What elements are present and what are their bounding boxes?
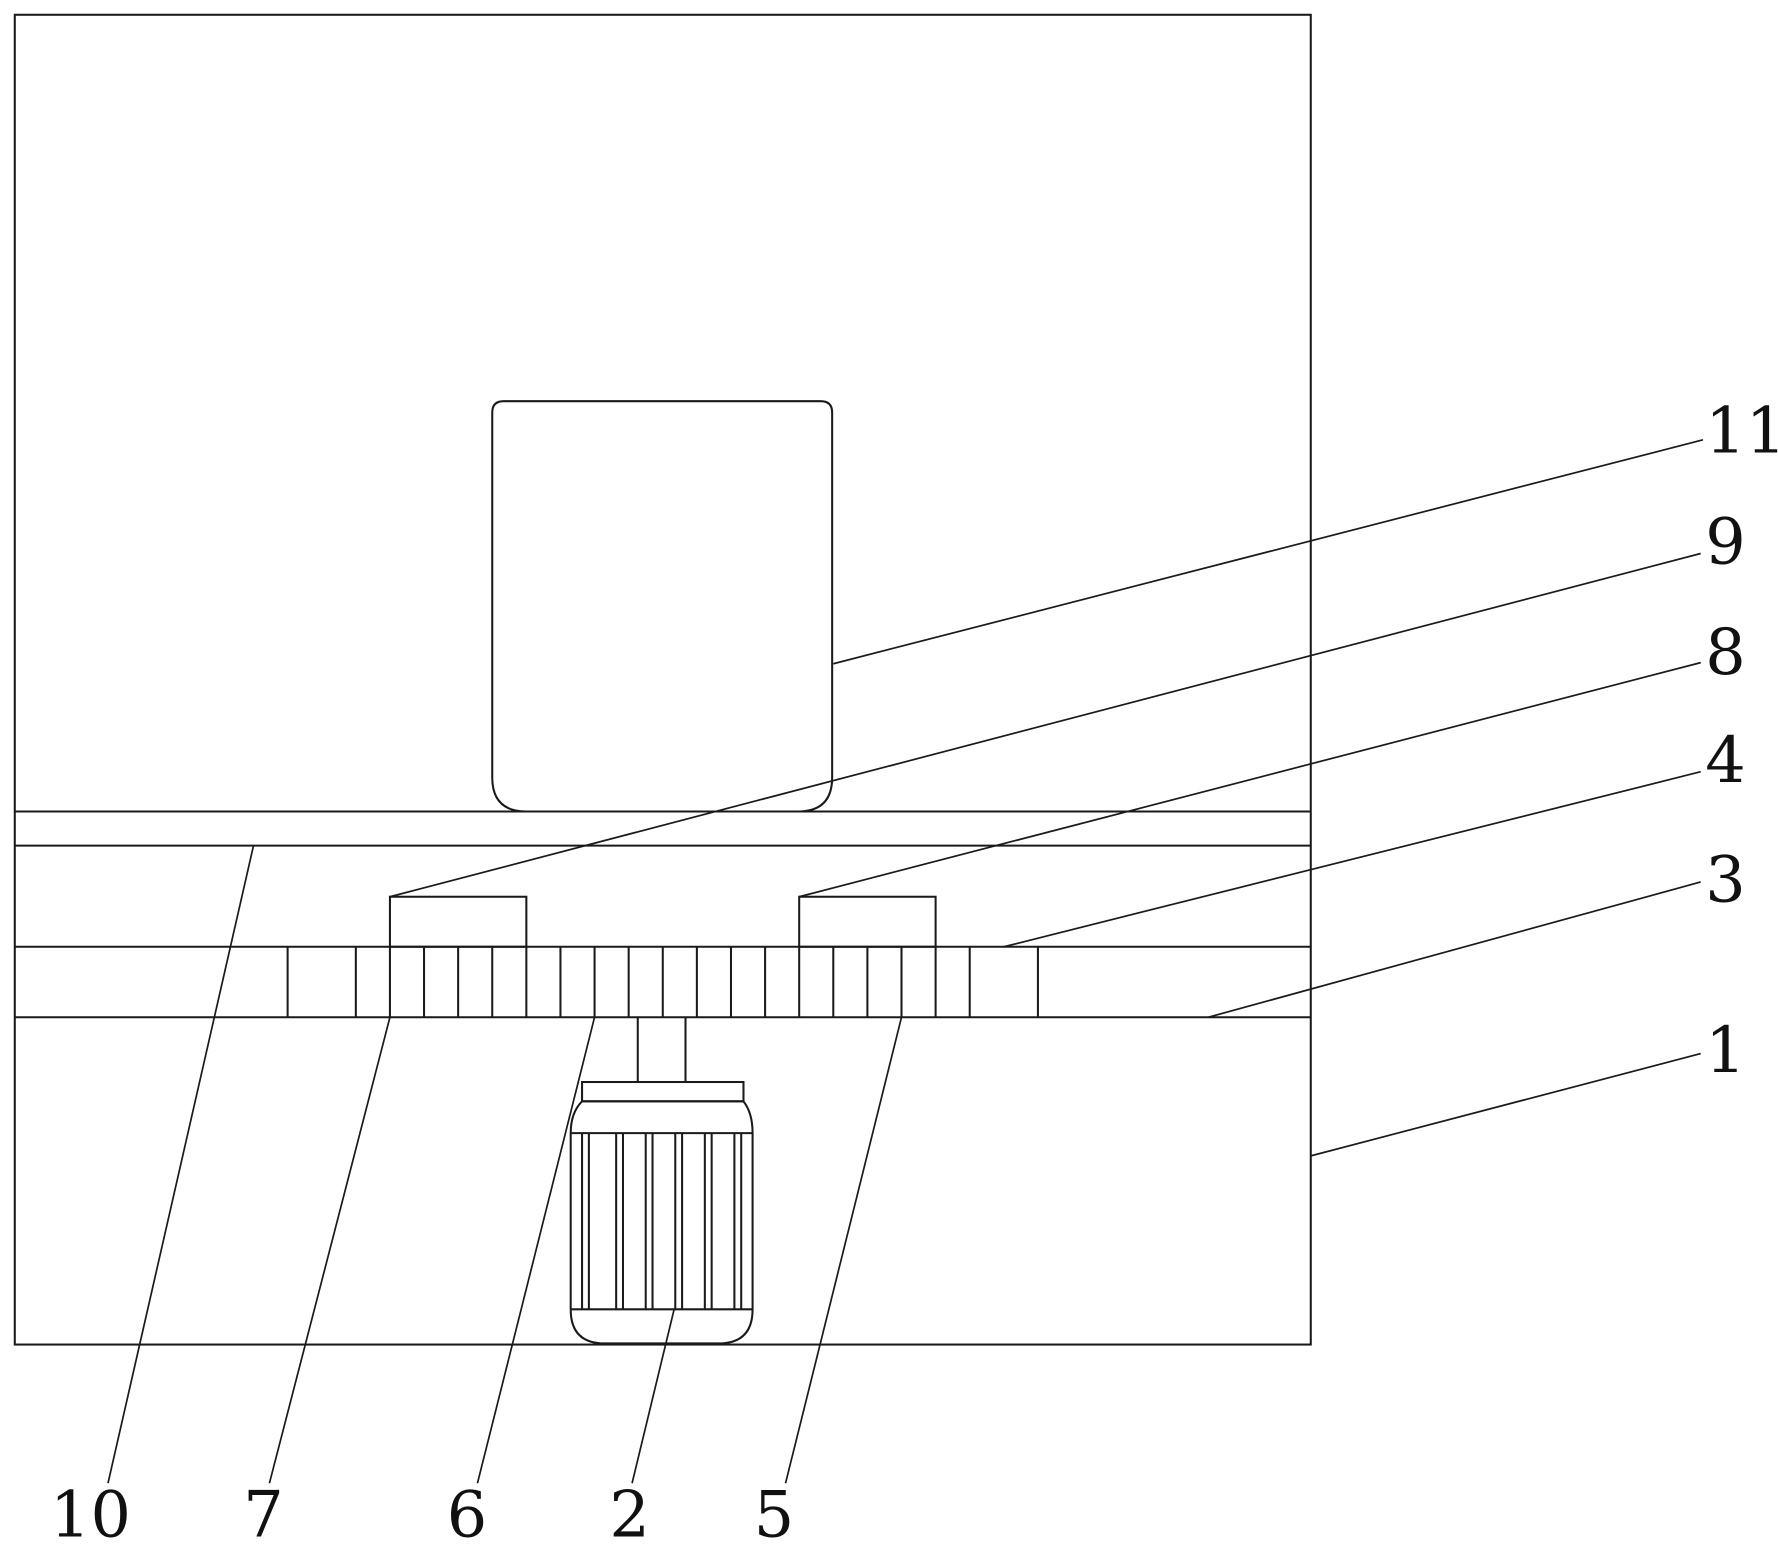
label-10: 10: [50, 1479, 131, 1548]
leader-9: [389, 552, 1701, 898]
rack-teeth: [286, 946, 1039, 1018]
leader-5: [784, 1017, 903, 1484]
right-slider-block: [798, 895, 937, 948]
motor-body: [569, 1100, 754, 1345]
leader-11: [833, 439, 1704, 665]
container-block: [491, 400, 834, 813]
motor-fins: [581, 1133, 743, 1310]
label-6: 6: [447, 1479, 488, 1548]
label-1: 1: [1705, 1014, 1746, 1088]
label-5: 5: [754, 1479, 795, 1548]
leader-10: [107, 845, 255, 1484]
label-8: 8: [1705, 616, 1746, 690]
left-slider-block: [388, 895, 528, 948]
leader-6: [476, 1017, 596, 1484]
motor-cap: [581, 1080, 745, 1103]
leader-8: [798, 661, 1701, 898]
label-2: 2: [609, 1479, 650, 1548]
leader-1: [1310, 1052, 1701, 1157]
label-3: 3: [1705, 843, 1746, 917]
label-9: 9: [1705, 506, 1746, 580]
label-4: 4: [1705, 724, 1746, 798]
label-7: 7: [243, 1479, 284, 1548]
leader-4: [1003, 770, 1701, 948]
leader-7: [268, 1017, 391, 1484]
label-11: 11: [1705, 394, 1778, 468]
leader-3: [1208, 881, 1701, 1019]
leader-2: [631, 1309, 675, 1484]
housing-frame: [13, 13, 1312, 1346]
leader-lines: [107, 439, 1704, 1484]
